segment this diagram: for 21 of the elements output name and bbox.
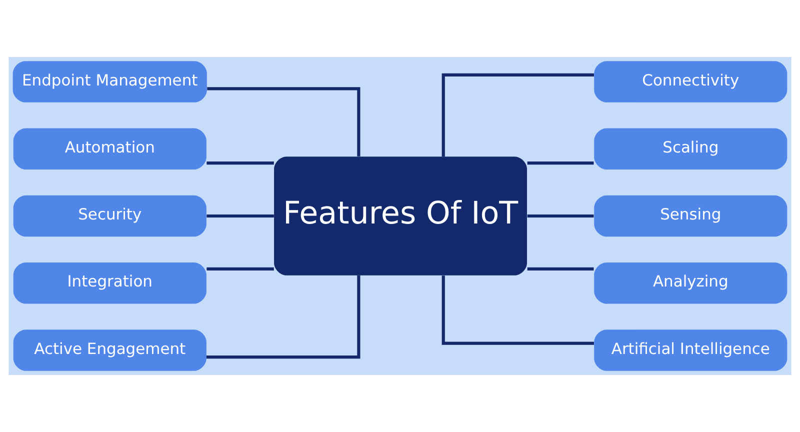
node-box: Scaling: [594, 128, 788, 170]
connector: [442, 276, 594, 345]
connector: [442, 73, 594, 157]
connector: [206, 162, 274, 165]
node-box: Security: [13, 195, 206, 237]
connector: [206, 214, 274, 218]
node-box: Endpoint Management: [12, 61, 207, 102]
node-box: Integration: [13, 262, 206, 304]
node-box: Active Engagement: [13, 330, 206, 371]
node-box: Sensing: [594, 195, 788, 237]
node-box: Analyzing: [594, 262, 788, 304]
connector: [206, 275, 360, 359]
node-box: Artificial Intelligence: [594, 330, 788, 371]
connector: [206, 267, 274, 270]
connector: [527, 162, 594, 165]
connector: [527, 214, 594, 218]
node-box: Features Of IoT: [274, 156, 527, 276]
connector: [527, 267, 594, 270]
node-box: Automation: [13, 128, 206, 170]
connector: [207, 87, 360, 156]
node-box: Connectivity: [594, 61, 788, 102]
